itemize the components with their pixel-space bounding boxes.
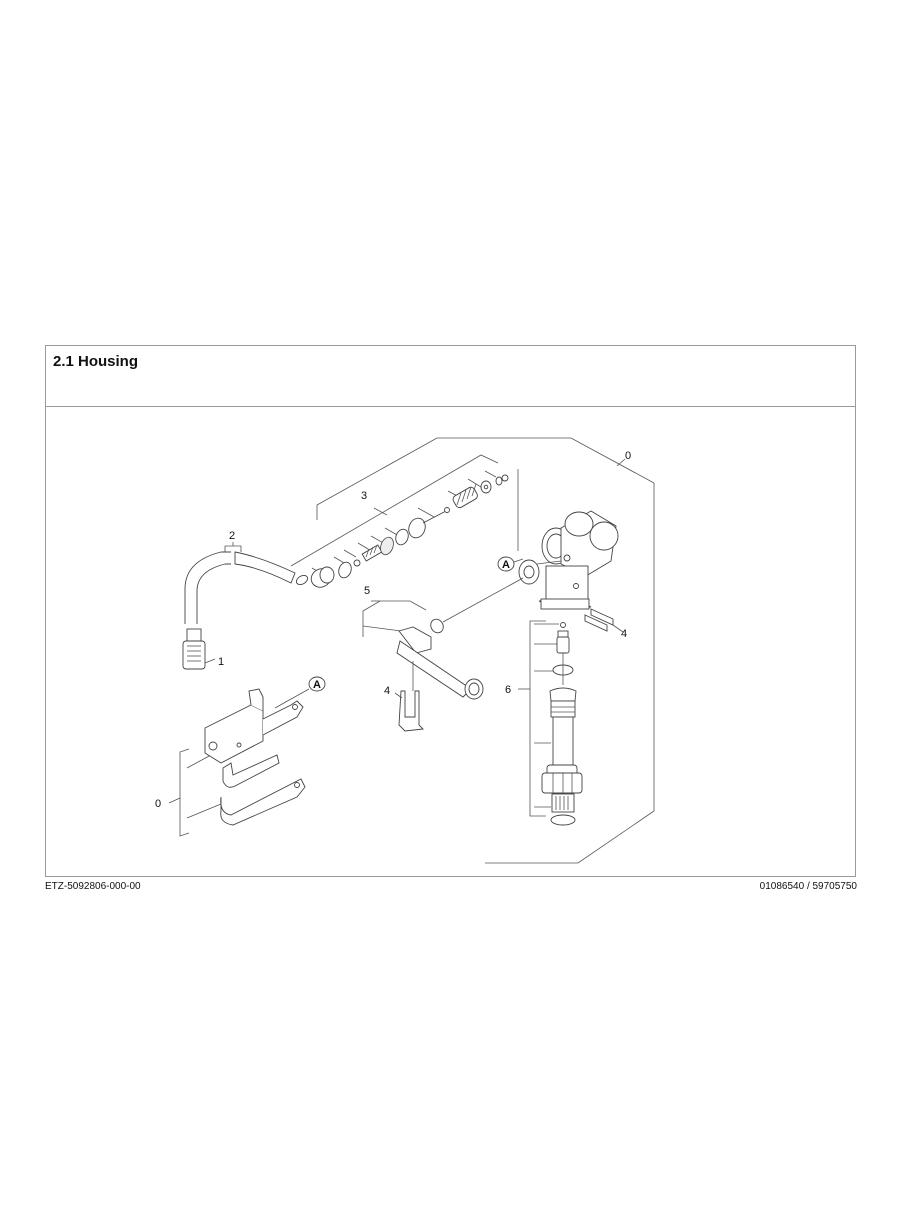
assembly-0-outline [316, 437, 655, 864]
reference-marker-a-housing: A [497, 556, 524, 572]
cover-tube-5-outline [362, 600, 427, 637]
callout-1: 1 [218, 656, 224, 668]
mounting-bracket-upper [204, 688, 304, 764]
callout-3: 3 [361, 490, 367, 502]
detergent-suction-parts [541, 622, 583, 826]
svg-text:A: A [313, 679, 321, 691]
callout-0-top: 0 [625, 450, 631, 462]
callout-5: 5 [364, 585, 370, 597]
detergent-suction-assembly-6-outline [518, 620, 559, 817]
valve-housing [518, 510, 619, 610]
callout-2: 2 [229, 530, 235, 542]
bracket-clip-left [394, 690, 424, 732]
callout-4-right: 4 [621, 628, 627, 640]
valve-kit-3-outline [290, 454, 519, 576]
exploded-diagram: A [46, 407, 855, 876]
large-spring [452, 483, 478, 509]
suction-hose [184, 542, 296, 624]
svg-text:A: A [502, 559, 510, 571]
cover-tube [396, 626, 484, 700]
section-title: 2.1 Housing [53, 353, 139, 370]
parts-sheet-frame: 2.1 Housing [45, 345, 856, 877]
reference-marker-a-bracket: A [274, 676, 326, 709]
mounting-bracket-lower [220, 754, 306, 826]
valve-kit-parts [295, 474, 509, 588]
mounting-bracket-outline [168, 748, 222, 837]
cover-tube-oring [430, 577, 524, 634]
suction-filter [182, 628, 216, 670]
small-spring [361, 544, 383, 562]
callout-6: 6 [505, 684, 511, 696]
callout-4-left: 4 [384, 685, 390, 697]
bracket-clip-right [584, 608, 624, 633]
callout-labels: 0 1 2 3 4 4 5 6 0 [155, 450, 631, 810]
callout-0-bottom: 0 [155, 798, 161, 810]
document-code: ETZ-5092806-000-00 [45, 881, 141, 892]
section-header: 2.1 Housing [46, 346, 855, 407]
part-numbers: 01086540 / 59705750 [759, 881, 857, 892]
